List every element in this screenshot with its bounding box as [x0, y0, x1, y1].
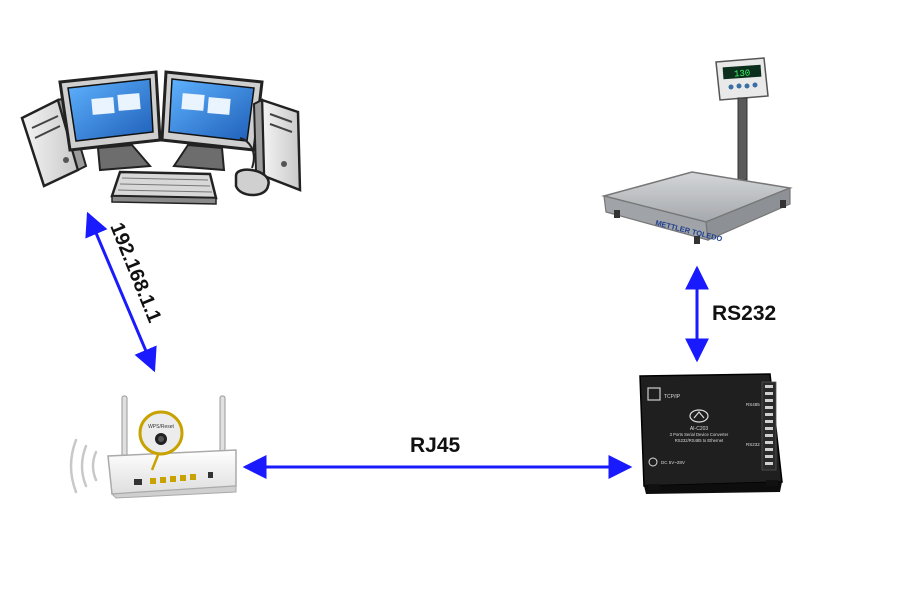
right-tower — [252, 98, 302, 192]
keyboard — [110, 170, 218, 205]
scale-display-reading: 130 — [734, 68, 751, 79]
scale-platform: METTLER TOLEDO — [601, 171, 793, 244]
router-icon: WPS/Reset — [69, 395, 237, 499]
ip-connection-arrow — [85, 211, 157, 373]
converter-desc-line2: RS232/RS485 to Ethernet — [675, 438, 724, 443]
converter-logo-icon — [689, 409, 709, 423]
rj45-label: RJ45 — [410, 434, 461, 457]
converter-port-label: TCP/IP — [664, 394, 681, 400]
converter-power-label: DC 5V~28V — [661, 460, 685, 465]
power-jack-icon — [648, 457, 658, 467]
converter-desc-line1: 3 Ports Serial Device Converter — [670, 432, 729, 437]
rs232-label: RS232 — [712, 302, 776, 325]
right-monitor — [160, 70, 264, 172]
serial-converter-icon: TCP/IP AI-C203 3 Ports Serial Device Con… — [639, 373, 783, 494]
wifi-waves-icon — [69, 438, 98, 494]
wps-reset-label: WPS/Reset — [148, 424, 174, 430]
left-monitor — [58, 70, 162, 172]
converter-rs232-label: RS232 — [746, 442, 760, 447]
computers-icon — [20, 70, 302, 205]
scale-indicator: 130 — [715, 57, 769, 101]
terminal-block — [761, 381, 777, 471]
wps-reset-callout: WPS/Reset — [138, 410, 184, 471]
converter-rs485-label: RS485 — [746, 402, 760, 407]
weighing-scale-icon: 130 METTLER TOLEDO — [601, 57, 793, 244]
router-ethernet-ports — [134, 472, 213, 485]
converter-model: AI-C203 — [690, 426, 709, 432]
mouse — [234, 137, 270, 197]
